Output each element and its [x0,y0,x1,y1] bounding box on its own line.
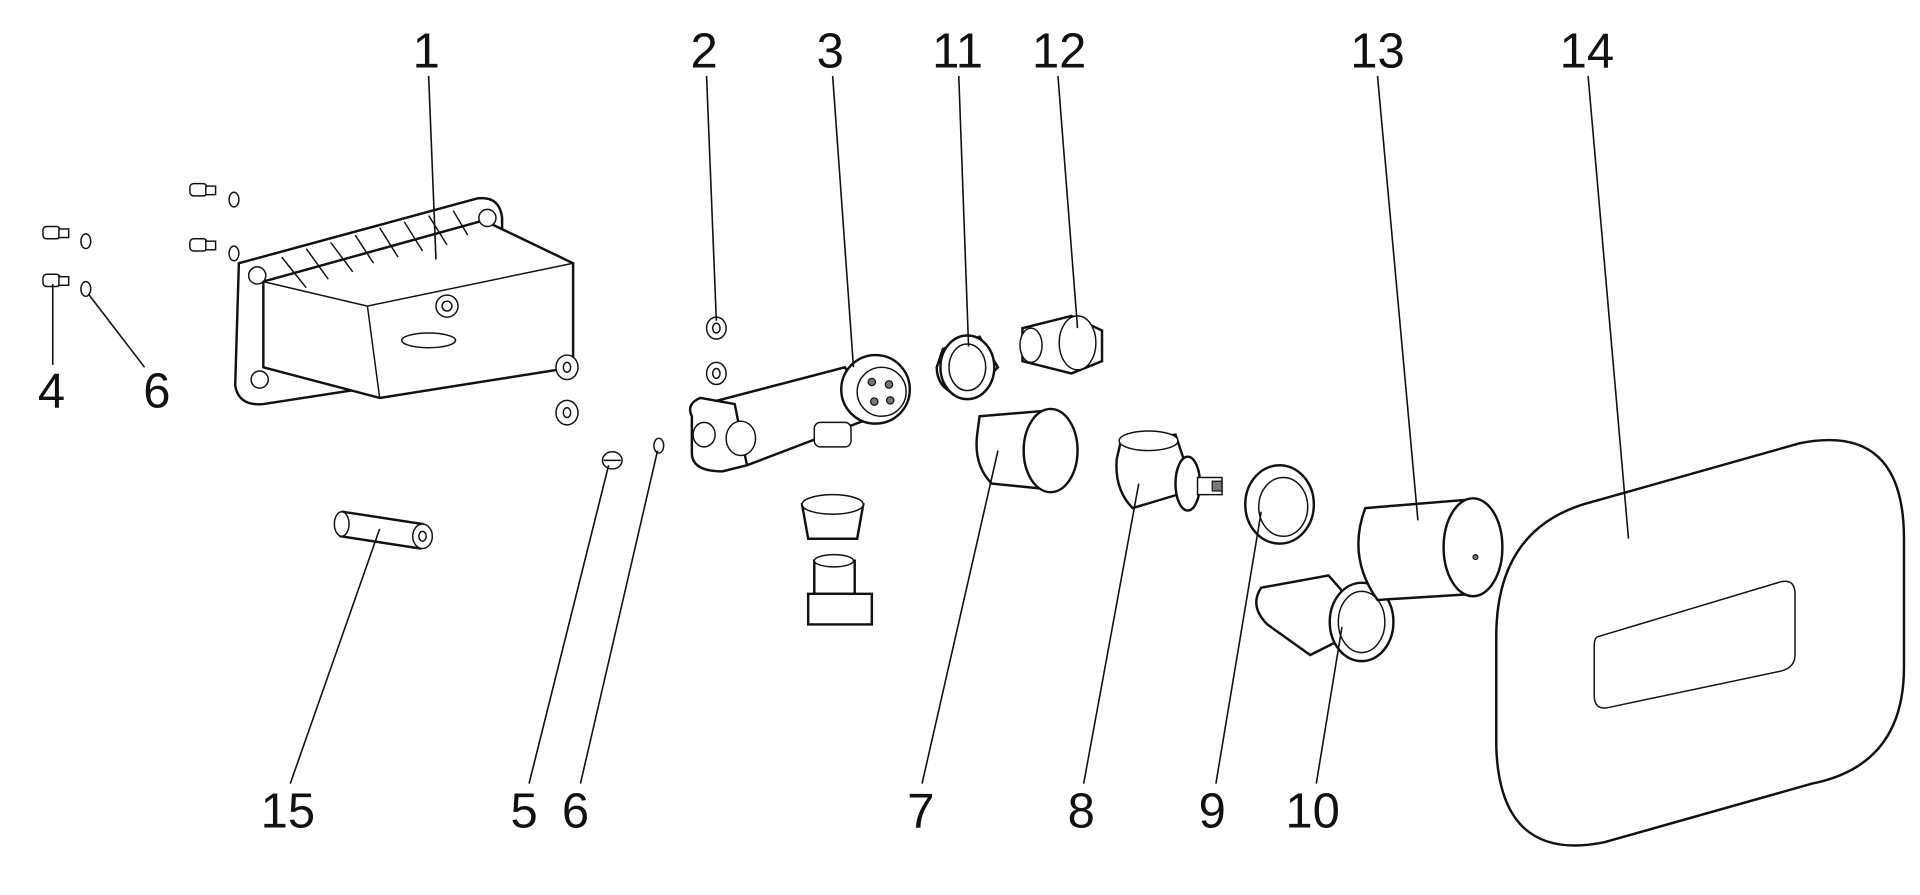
callout-6a: 6 [143,365,170,419]
part-3-fittings [800,493,874,626]
part-15-pin [333,510,434,550]
callout-15: 15 [261,785,315,839]
callout-labels: 1 2 3 11 12 13 14 4 6 15 5 6 7 8 9 10 [38,24,1614,838]
part-12-nipple [1019,314,1104,375]
part-8-cartridge [1115,430,1223,512]
callout-5: 5 [511,785,538,839]
part-10-extension [1255,574,1395,663]
part-7-sleeve [975,407,1079,494]
callout-4: 4 [38,365,65,419]
callout-2: 2 [690,24,717,78]
callout-14: 14 [1560,24,1614,78]
callout-7: 7 [907,785,934,839]
screws-and-washers [42,182,727,470]
part-1-mounting-box [233,196,575,406]
washer-6 [653,437,665,454]
callout-13: 13 [1350,24,1404,78]
screw-4a [42,225,70,240]
callout-3: 3 [817,24,844,78]
part-14-cover-plate [1495,438,1906,847]
callout-10: 10 [1285,785,1339,839]
leader-lines [51,75,1630,784]
part-3-valve-body [688,353,912,473]
part-9-ring [1244,464,1316,545]
callout-1: 1 [413,24,440,78]
screw-5 [601,451,623,470]
callout-6b: 6 [562,785,589,839]
callout-12: 12 [1032,24,1086,78]
screw-4b [42,273,70,288]
callout-8: 8 [1068,785,1095,839]
part-13-cover-cap [1357,497,1504,602]
part-11-ring [935,334,1000,401]
callout-9: 9 [1199,785,1226,839]
callout-11: 11 [932,24,983,78]
